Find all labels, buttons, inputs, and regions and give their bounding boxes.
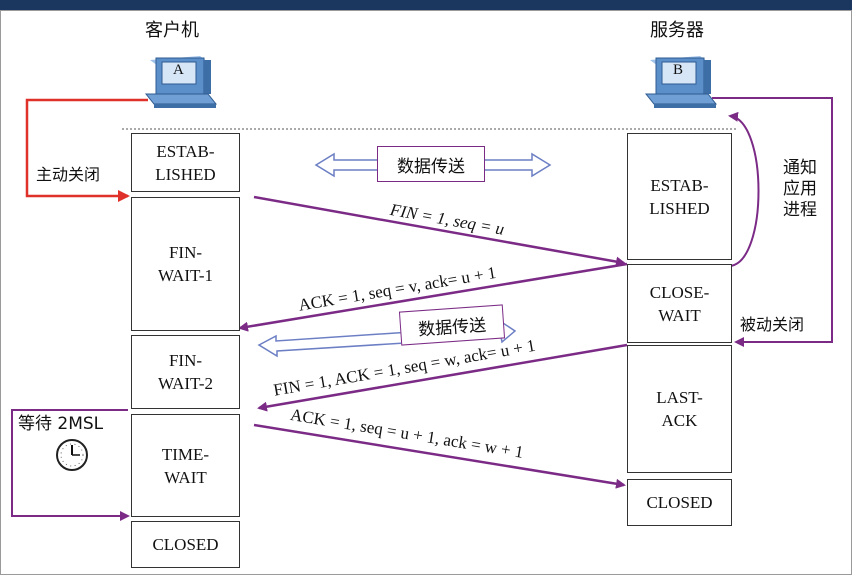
client-state-time-wait: TIME- WAIT xyxy=(131,414,240,517)
data-transfer-tag-2: 数据传送 xyxy=(398,304,506,346)
notify-app-arrow xyxy=(728,111,760,267)
server-state-closed: CLOSED xyxy=(627,479,732,526)
client-state-established: ESTAB- LISHED xyxy=(131,133,240,192)
data-transfer-tag-1: 数据传送 xyxy=(377,146,485,182)
client-computer-icon xyxy=(144,56,218,108)
server-state-last-ack: LAST- ACK xyxy=(627,345,732,473)
client-state-fin-wait-2: FIN- WAIT-2 xyxy=(131,335,240,409)
notify-app-line-2: 应用 xyxy=(783,179,817,199)
fin-arrow xyxy=(253,195,626,267)
active-close-label: 主动关闭 xyxy=(34,165,103,184)
server-label: B xyxy=(673,62,684,78)
notify-app-label: 通知 应用 进程 xyxy=(783,158,817,221)
server-state-close-wait: CLOSE- WAIT xyxy=(627,264,732,343)
client-label: A xyxy=(173,62,184,78)
client-title: 客户机 xyxy=(145,20,199,41)
server-computer-icon xyxy=(644,56,718,108)
notify-app-line-1: 通知 xyxy=(783,158,817,178)
client-state-fin-wait-1: FIN- WAIT-1 xyxy=(131,197,240,331)
server-state-established: ESTAB- LISHED xyxy=(627,133,732,260)
wait-2msl-label: 等待 2MSL xyxy=(18,414,104,434)
wait-2msl-bracket xyxy=(11,409,130,521)
client-state-closed: CLOSED xyxy=(131,521,240,568)
passive-close-bracket xyxy=(712,97,833,347)
final-ack-arrow xyxy=(253,423,626,489)
clock-icon xyxy=(56,439,88,471)
notify-app-line-3: 进程 xyxy=(783,200,817,220)
header-bar xyxy=(0,0,852,10)
server-title: 服务器 xyxy=(650,20,704,41)
fin-ack-arrow xyxy=(257,343,628,412)
active-close-bracket xyxy=(25,98,148,202)
passive-close-label: 被动关闭 xyxy=(738,315,807,334)
ack-arrow xyxy=(238,262,628,332)
